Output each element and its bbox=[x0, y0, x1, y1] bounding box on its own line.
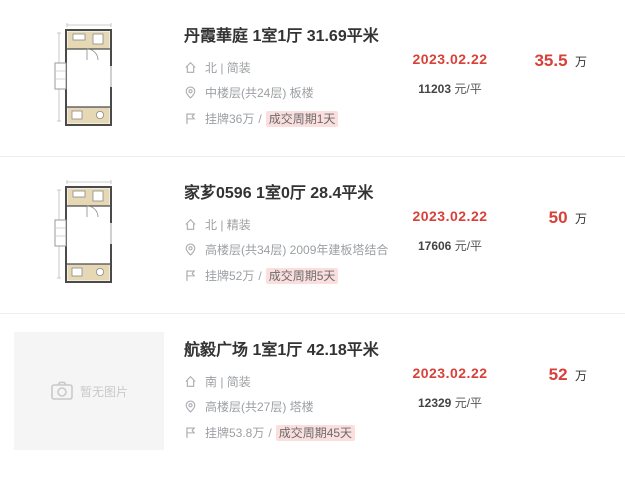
orientation-line: 北 | 精装 bbox=[184, 218, 391, 232]
deal-line: 挂牌36万 / 成交周期1天 bbox=[184, 111, 391, 127]
separator: / bbox=[258, 112, 262, 126]
listing-title[interactable]: 航毅广场 1室1厅 42.18平米 bbox=[184, 342, 379, 359]
deal-date: 2023.02.22 bbox=[412, 51, 488, 67]
floorplan-image bbox=[53, 178, 125, 290]
total-price-unit: 万 bbox=[574, 212, 587, 226]
unit-price-suffix: 元/平 bbox=[454, 239, 483, 253]
listing-info: 航毅广场 1室1厅 42.18平米 南 | 简装 高楼层(共27层) 塔楼 挂牌… bbox=[184, 332, 391, 452]
orientation-text: 北 | 精装 bbox=[205, 218, 251, 232]
orientation-line: 南 | 简装 bbox=[184, 375, 391, 389]
floor-line: 高楼层(共27层) 塔楼 bbox=[184, 400, 391, 414]
deal-date-column: 2023.02.22 11203 元/平 bbox=[391, 51, 509, 97]
flag-icon bbox=[184, 426, 198, 440]
total-price-column: 35.5 万 bbox=[509, 51, 587, 71]
floorplan-thumbnail[interactable] bbox=[14, 18, 164, 136]
floor-line: 高楼层(共34层) 2009年建板塔结合 bbox=[184, 243, 391, 257]
unit-price-suffix: 元/平 bbox=[454, 396, 483, 410]
unit-price-suffix: 元/平 bbox=[454, 82, 482, 96]
listing-row[interactable]: 暂无图片 航毅广场 1室1厅 42.18平米 南 | 简装 高楼层(共27层) … bbox=[0, 314, 625, 470]
total-price-unit: 万 bbox=[574, 369, 587, 383]
floor-text: 高楼层(共27层) 塔楼 bbox=[205, 400, 314, 414]
listing-info: 丹霞華庭 1室1厅 31.69平米 北 | 简装 中楼层(共24层) 板楼 挂牌… bbox=[184, 18, 391, 138]
listing-row[interactable]: 家芗0596 1室0厅 28.4平米 北 | 精装 高楼层(共34层) 2009… bbox=[0, 157, 625, 314]
house-icon bbox=[184, 61, 198, 75]
listing-row[interactable]: 丹霞華庭 1室1厅 31.69平米 北 | 简装 中楼层(共24层) 板楼 挂牌… bbox=[0, 0, 625, 157]
unit-price: 12329 元/平 bbox=[391, 394, 509, 411]
orientation-line: 北 | 简装 bbox=[184, 61, 391, 75]
flag-icon bbox=[184, 269, 198, 283]
orientation-text: 南 | 简装 bbox=[205, 375, 251, 389]
total-price-value: 50 bbox=[548, 208, 568, 227]
unit-price-value: 17606 bbox=[417, 239, 452, 253]
listing-info: 家芗0596 1室0厅 28.4平米 北 | 精装 高楼层(共34层) 2009… bbox=[184, 175, 391, 295]
total-price-column: 52 万 bbox=[509, 365, 587, 385]
floorplan-image bbox=[53, 21, 125, 133]
location-pin-icon bbox=[184, 400, 198, 414]
listing-title[interactable]: 丹霞華庭 1室1厅 31.69平米 bbox=[184, 28, 379, 45]
unit-price: 11203 元/平 bbox=[391, 80, 509, 97]
listing-price-text: 挂牌52万 bbox=[205, 269, 255, 283]
separator: / bbox=[268, 426, 272, 440]
camera-icon bbox=[50, 379, 74, 403]
floor-text: 高楼层(共34层) 2009年建板塔结合 bbox=[205, 243, 389, 257]
deal-cycle-badge: 成交周期5天 bbox=[265, 268, 339, 284]
deal-date-column: 2023.02.22 17606 元/平 bbox=[391, 208, 509, 254]
separator: / bbox=[258, 269, 262, 283]
listing-price-text: 挂牌36万 bbox=[205, 112, 255, 126]
no-image-placeholder[interactable]: 暂无图片 bbox=[14, 332, 164, 450]
unit-price-value: 12329 bbox=[417, 396, 452, 410]
total-price-unit: 万 bbox=[574, 55, 587, 69]
deal-date: 2023.02.22 bbox=[412, 365, 488, 381]
house-icon bbox=[184, 375, 198, 389]
orientation-text: 北 | 简装 bbox=[205, 61, 251, 75]
location-pin-icon bbox=[184, 243, 198, 257]
deal-line: 挂牌53.8万 / 成交周期45天 bbox=[184, 425, 391, 441]
no-image-text: 暂无图片 bbox=[79, 384, 128, 399]
deal-date-column: 2023.02.22 12329 元/平 bbox=[391, 365, 509, 411]
total-price-value: 52 bbox=[548, 365, 568, 384]
total-price-column: 50 万 bbox=[509, 208, 587, 228]
deal-date: 2023.02.22 bbox=[412, 208, 488, 224]
floor-line: 中楼层(共24层) 板楼 bbox=[184, 86, 391, 100]
floorplan-thumbnail[interactable] bbox=[14, 175, 164, 293]
location-pin-icon bbox=[184, 86, 198, 100]
flag-icon bbox=[184, 112, 198, 126]
listing-title[interactable]: 家芗0596 1室0厅 28.4平米 bbox=[184, 185, 374, 202]
listing-price-text: 挂牌53.8万 bbox=[205, 426, 265, 440]
floor-text: 中楼层(共24层) 板楼 bbox=[205, 86, 314, 100]
house-icon bbox=[184, 218, 198, 232]
unit-price-value: 11203 bbox=[418, 82, 452, 96]
unit-price: 17606 元/平 bbox=[391, 237, 509, 254]
deal-line: 挂牌52万 / 成交周期5天 bbox=[184, 268, 391, 284]
deal-cycle-badge: 成交周期45天 bbox=[275, 425, 356, 441]
total-price-value: 35.5 bbox=[534, 51, 568, 70]
deal-cycle-badge: 成交周期1天 bbox=[265, 111, 339, 127]
